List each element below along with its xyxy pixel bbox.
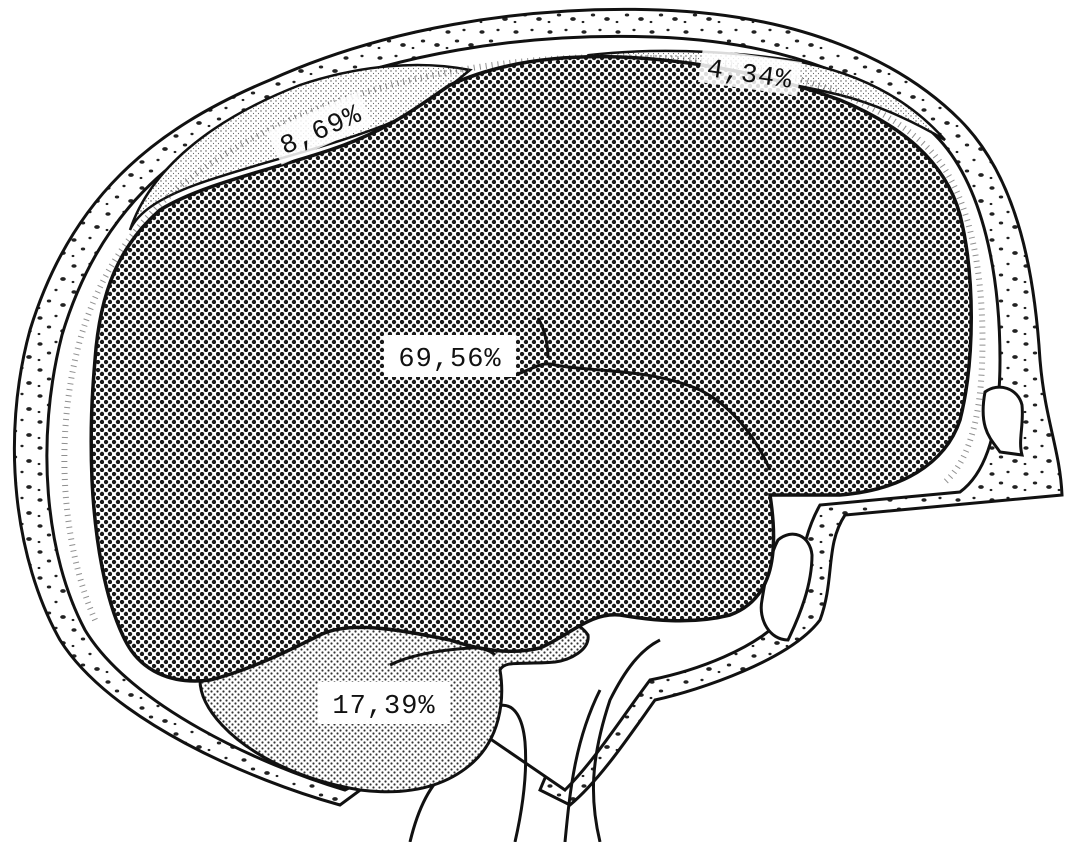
label-cerebrum-text: 69,56%: [398, 345, 501, 375]
label-cerebellum: 17,39%: [318, 682, 450, 724]
label-cerebellum-text: 17,39%: [332, 692, 435, 722]
label-cerebrum: 69,56%: [384, 335, 516, 377]
